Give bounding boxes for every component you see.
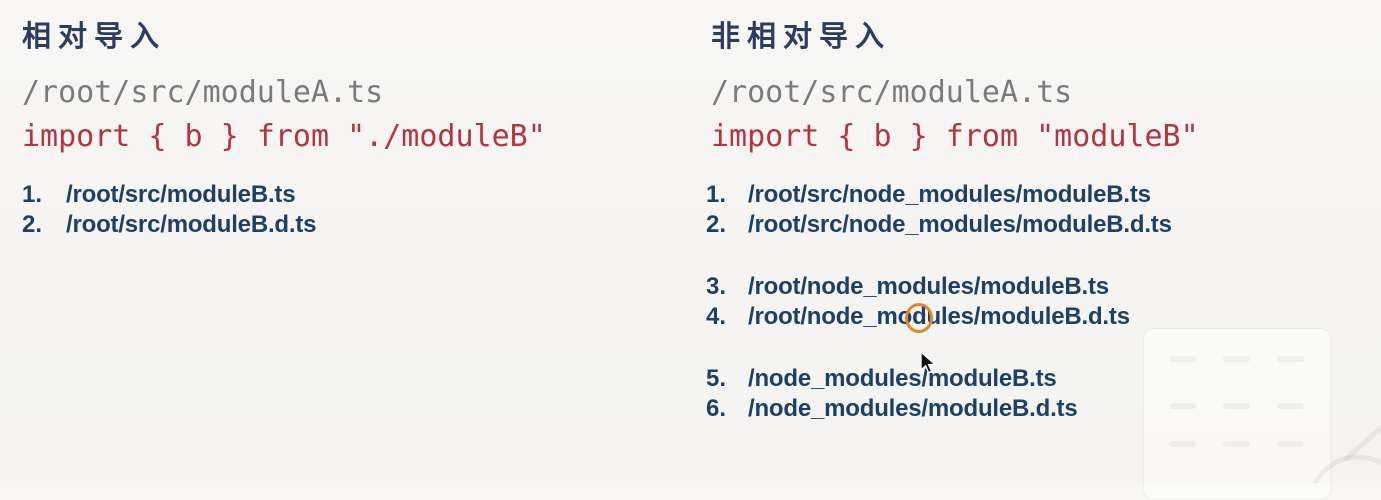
item-path: /root/node_modules/moduleB.ts bbox=[748, 273, 1109, 300]
import-statement: import { b } from "./moduleB" bbox=[22, 119, 546, 154]
resolution-item: 2. /root/src/moduleB.d.ts bbox=[22, 210, 682, 240]
resolution-group: 1. /root/src/node_modules/moduleB.ts 2. /ro… bbox=[706, 180, 1366, 240]
column-title-relative: 相对导入 bbox=[22, 21, 167, 53]
resolution-item: 3. /root/node_modules/moduleB.ts bbox=[706, 272, 1366, 302]
item-number: 2. bbox=[22, 211, 43, 238]
resolution-item: 1. /root/src/moduleB.ts bbox=[22, 180, 682, 210]
watermark-dash bbox=[1169, 403, 1196, 409]
watermark-dash bbox=[1169, 356, 1196, 362]
source-file-path: /root/src/moduleA.ts bbox=[711, 75, 1073, 110]
resolution-item: 5. /node_modules/moduleB.ts bbox=[706, 364, 1366, 394]
item-number: 1. bbox=[706, 181, 727, 208]
item-path: /root/src/node_modules/moduleB.ts bbox=[748, 181, 1151, 208]
watermark-card bbox=[1143, 328, 1331, 500]
item-path: /node_modules/moduleB.ts bbox=[748, 365, 1057, 392]
watermark-dash bbox=[1223, 441, 1250, 447]
column-title-non-relative: 非相对导入 bbox=[711, 21, 892, 53]
watermark-dash bbox=[1169, 441, 1196, 447]
resolution-group: 5. /node_modules/moduleB.ts 6. /node_module… bbox=[706, 364, 1366, 424]
item-number: 5. bbox=[706, 365, 727, 392]
resolution-item: 1. /root/src/node_modules/moduleB.ts bbox=[706, 180, 1366, 210]
source-file-path: /root/src/moduleA.ts bbox=[22, 75, 384, 110]
relative-import-column: 相对导入 /root/src/moduleA.ts import { b } f… bbox=[22, 0, 682, 240]
item-path: /root/node_modules/moduleB.d.ts bbox=[748, 303, 1130, 330]
non-relative-import-column: 非相对导入 /root/src/moduleA.ts import { b } … bbox=[706, 0, 1366, 424]
watermark-dash bbox=[1223, 356, 1250, 362]
item-path: /root/src/moduleB.ts bbox=[66, 181, 296, 208]
item-number: 1. bbox=[22, 181, 43, 208]
item-number: 3. bbox=[706, 273, 727, 300]
import-statement: import { b } from "moduleB" bbox=[711, 119, 1199, 154]
item-path: /root/src/moduleB.d.ts bbox=[66, 211, 317, 238]
watermark-dash bbox=[1223, 403, 1250, 409]
resolution-list: 1. /root/src/node_modules/moduleB.ts 2. /ro… bbox=[706, 180, 1366, 424]
resolution-item: 6. /node_modules/moduleB.d.ts bbox=[706, 394, 1366, 424]
item-number: 6. bbox=[706, 395, 727, 422]
resolution-list: 1. /root/src/moduleB.ts 2. /root/src/module… bbox=[22, 180, 682, 240]
item-number: 4. bbox=[706, 303, 727, 330]
watermark-dash bbox=[1277, 403, 1304, 409]
resolution-item: 2. /root/src/node_modules/moduleB.d.ts bbox=[706, 210, 1366, 240]
resolution-group: 3. /root/node_modules/moduleB.ts 4. /root/n… bbox=[706, 272, 1366, 332]
watermark-dash bbox=[1277, 356, 1304, 362]
orange-circle-annotation: d bbox=[912, 303, 927, 330]
resolution-group: 1. /root/src/moduleB.ts 2. /root/src/module… bbox=[22, 180, 682, 240]
watermark-dash bbox=[1277, 441, 1304, 447]
item-path: /root/src/node_modules/moduleB.d.ts bbox=[748, 211, 1172, 238]
mouse-cursor-icon bbox=[920, 351, 937, 374]
resolution-item: 4. /root/node_modules/moduleB.d.ts bbox=[706, 302, 1366, 332]
item-path: /node_modules/moduleB.d.ts bbox=[748, 395, 1078, 422]
item-number: 2. bbox=[706, 211, 727, 238]
